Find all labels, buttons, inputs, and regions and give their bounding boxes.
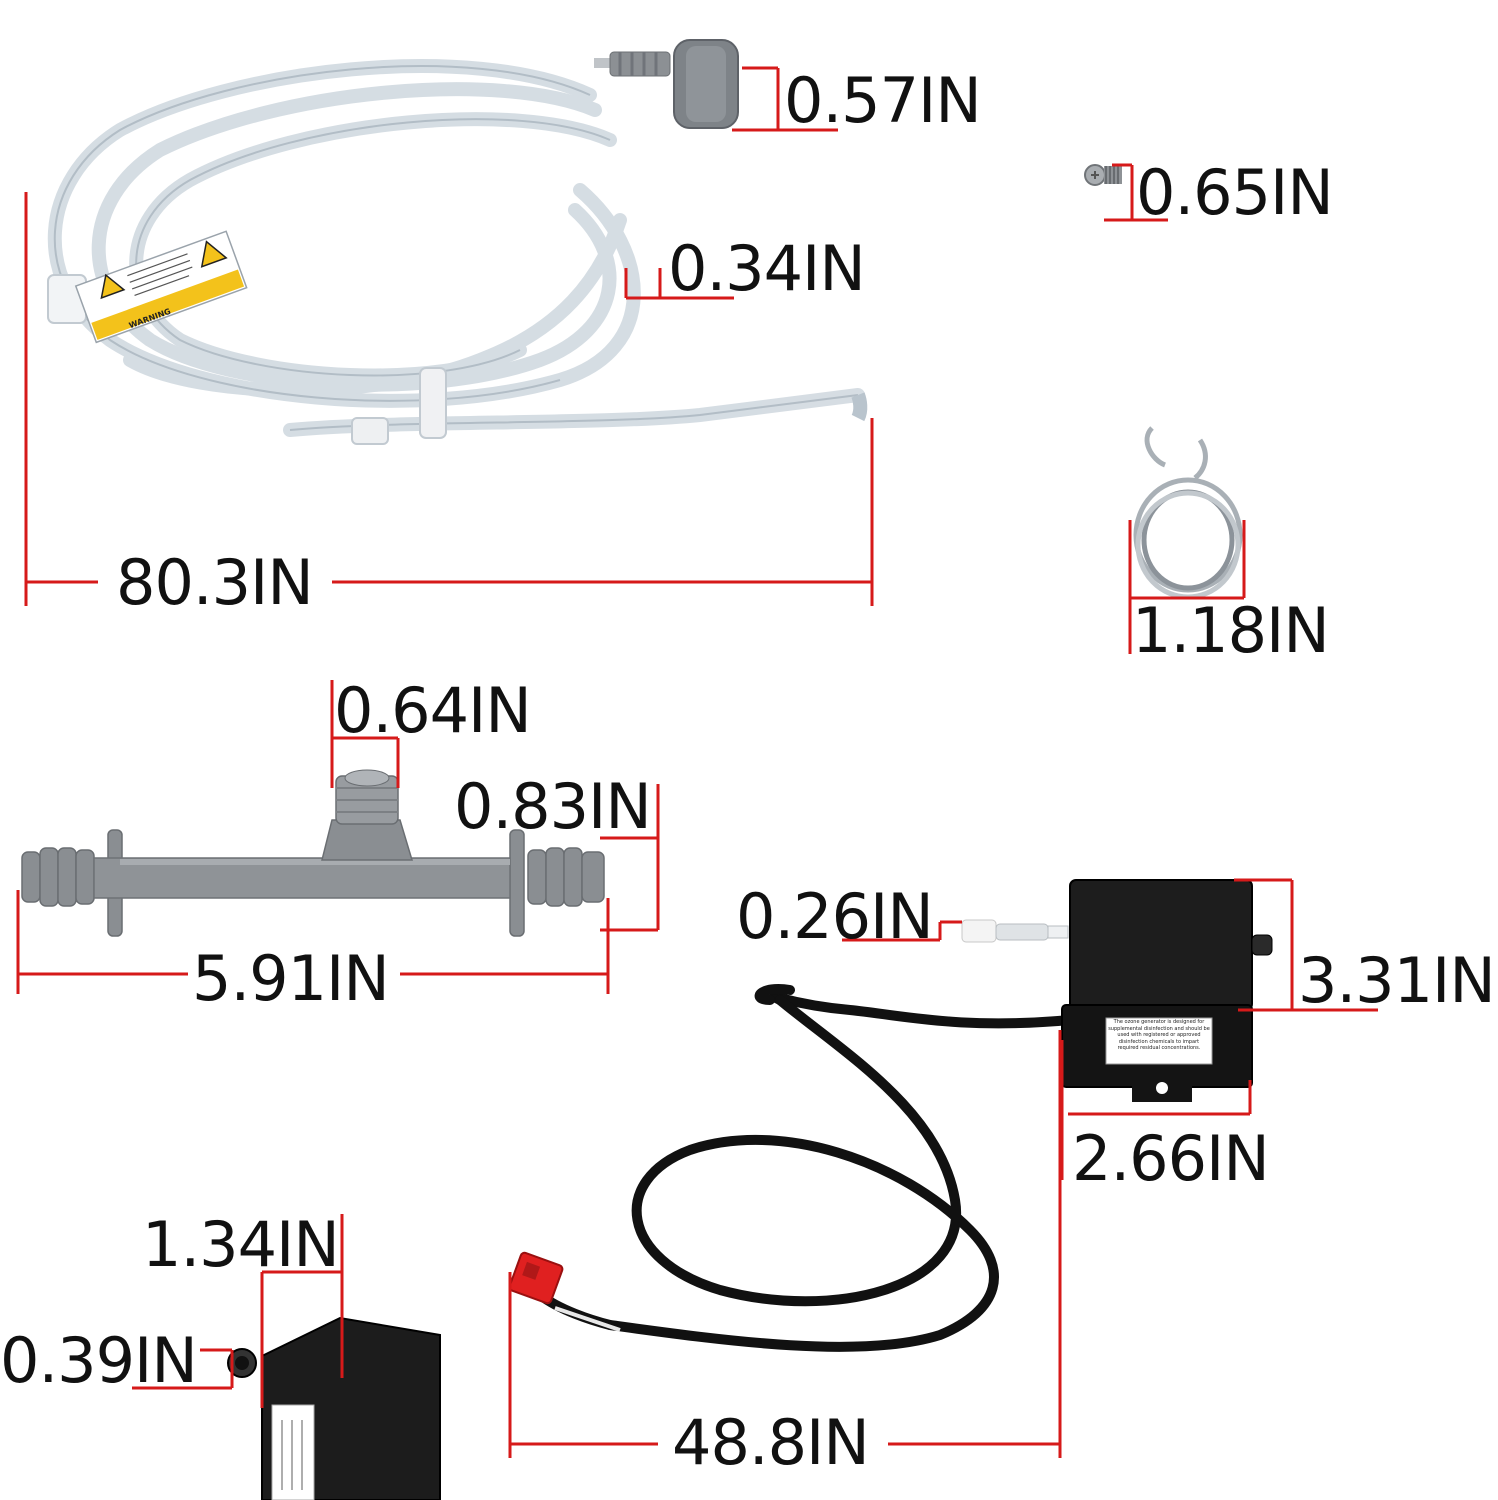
venturi-injector	[21, 769, 605, 937]
dim-cord-length: 48.8IN	[672, 1406, 870, 1479]
info-triangle-icon	[200, 240, 228, 268]
dim-power-port: 0.39IN	[0, 1324, 198, 1397]
dim-generator-height: 3.31IN	[1298, 944, 1496, 1017]
dim-screw: 0.65IN	[1136, 156, 1334, 229]
hose-fitting	[594, 39, 739, 129]
warning-tag	[74, 230, 248, 344]
warning-triangle-icon	[100, 273, 126, 300]
dim-generator-depth: 1.34IN	[142, 1208, 340, 1281]
dim-tube-inner: 0.34IN	[668, 232, 866, 305]
red-connector	[508, 1251, 564, 1305]
dim-venturi-port: 0.64IN	[334, 674, 532, 747]
dim-venturi-end: 0.83IN	[454, 770, 652, 843]
dim-generator-width: 2.66IN	[1072, 1122, 1270, 1195]
dim-venturi-length: 5.91IN	[192, 942, 390, 1015]
ozone-generator	[508, 879, 1273, 1352]
check-valve	[961, 919, 1069, 943]
tube-band	[351, 417, 389, 445]
dimension-lines	[16, 66, 1378, 1458]
generator-notice: The ozone generator is designed for supp…	[1108, 1019, 1210, 1051]
screw	[1084, 164, 1122, 186]
hose-clamp	[1133, 426, 1243, 600]
tubing-coil	[47, 39, 868, 445]
dim-tube-fitting: 0.57IN	[784, 64, 982, 137]
power-port	[227, 1348, 257, 1378]
generator-closeup	[227, 1316, 441, 1500]
tube-band	[419, 367, 447, 439]
dim-tube-length: 80.3IN	[116, 546, 314, 619]
dim-check-valve: 0.26IN	[736, 880, 934, 953]
dim-clamp: 1.18IN	[1132, 594, 1330, 667]
